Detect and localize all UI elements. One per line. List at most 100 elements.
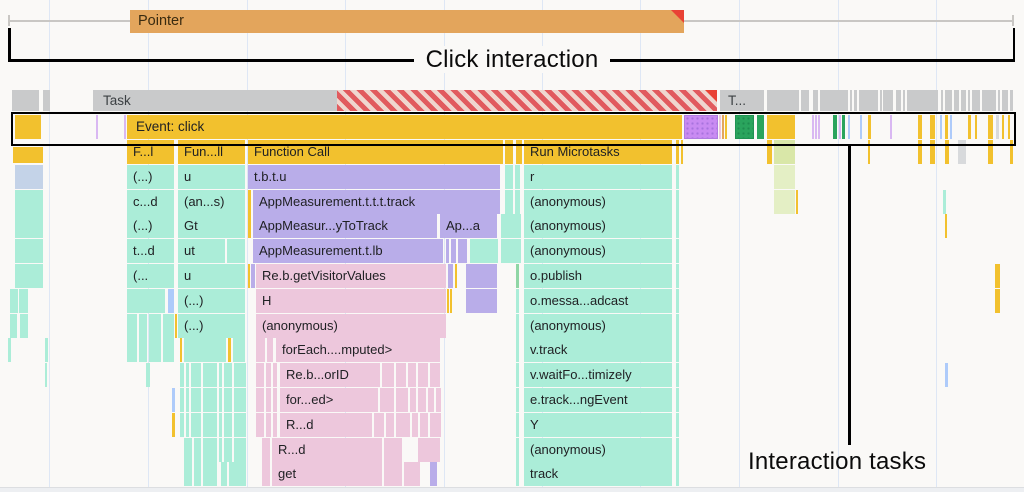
flame-sliver[interactable] bbox=[172, 413, 175, 437]
flame-segment[interactable]: R...d bbox=[272, 438, 382, 462]
flame-sliver[interactable] bbox=[940, 115, 942, 139]
flame-sliver[interactable] bbox=[676, 264, 679, 288]
flame-sliver[interactable] bbox=[180, 363, 184, 387]
flame-sliver[interactable] bbox=[15, 190, 43, 214]
flame-sliver[interactable] bbox=[224, 438, 232, 462]
flame-sliver[interactable] bbox=[466, 264, 497, 288]
flame-sliver[interactable] bbox=[234, 438, 246, 462]
flame-sliver[interactable] bbox=[972, 90, 980, 111]
flame-sliver[interactable] bbox=[516, 438, 519, 462]
flame-segment[interactable]: F...l bbox=[127, 140, 174, 164]
flame-sliver[interactable] bbox=[191, 388, 201, 412]
flame-sliver[interactable] bbox=[384, 438, 402, 462]
task-bar-truncated[interactable]: T... bbox=[720, 90, 764, 111]
flame-sliver[interactable] bbox=[262, 462, 270, 486]
flame-sliver[interactable] bbox=[681, 140, 683, 164]
flame-sliver[interactable] bbox=[945, 363, 948, 387]
flame-sliver[interactable] bbox=[767, 140, 772, 164]
flame-sliver[interactable] bbox=[248, 264, 250, 288]
flame-sliver[interactable] bbox=[184, 438, 192, 462]
flame-sliver[interactable] bbox=[998, 90, 1000, 111]
flame-sliver[interactable] bbox=[233, 338, 245, 362]
flame-sliver[interactable] bbox=[186, 363, 189, 387]
flame-segment[interactable]: (... bbox=[127, 264, 174, 288]
flame-sliver[interactable] bbox=[266, 388, 271, 412]
flame-sliver[interactable] bbox=[850, 90, 852, 111]
flame-sliver[interactable] bbox=[228, 338, 231, 362]
flame-sliver[interactable] bbox=[15, 115, 41, 139]
flame-sliver[interactable] bbox=[139, 314, 147, 338]
flame-sliver[interactable] bbox=[725, 115, 727, 139]
flame-sliver[interactable] bbox=[516, 289, 519, 313]
flame-sliver[interactable] bbox=[833, 115, 837, 139]
flame-sliver[interactable] bbox=[676, 438, 679, 462]
flame-sliver[interactable] bbox=[945, 115, 948, 139]
task-bar[interactable]: Task bbox=[93, 90, 338, 111]
flame-sliver[interactable] bbox=[903, 90, 905, 111]
flame-sliver[interactable] bbox=[180, 388, 184, 412]
flame-sliver[interactable] bbox=[820, 90, 848, 111]
flame-sliver[interactable] bbox=[396, 388, 408, 412]
flame-segment[interactable]: (...) bbox=[127, 165, 174, 189]
flame-sliver[interactable] bbox=[127, 314, 137, 338]
flame-segment[interactable]: AppMeasur...yToTrack bbox=[253, 214, 437, 238]
flame-sliver[interactable] bbox=[227, 239, 245, 263]
flame-sliver[interactable] bbox=[203, 363, 217, 387]
flame-sliver[interactable] bbox=[968, 90, 970, 111]
flame-sliver[interactable] bbox=[1008, 115, 1010, 139]
flame-sliver[interactable] bbox=[430, 462, 437, 486]
flame-sliver[interactable] bbox=[127, 289, 165, 313]
flame-sliver[interactable] bbox=[842, 115, 845, 139]
flame-sliver[interactable] bbox=[180, 338, 182, 362]
flame-sliver[interactable] bbox=[1002, 90, 1008, 111]
flame-sliver[interactable] bbox=[995, 289, 1000, 313]
flame-sliver[interactable] bbox=[470, 239, 498, 263]
flame-sliver[interactable] bbox=[219, 413, 222, 437]
flame-sliver[interactable] bbox=[428, 388, 434, 412]
flame-segment[interactable]: Fun...ll bbox=[178, 140, 245, 164]
flame-segment[interactable]: (...) bbox=[178, 314, 245, 338]
flame-segment[interactable]: u bbox=[178, 264, 245, 288]
flame-sliver[interactable] bbox=[194, 462, 201, 486]
long-task-hatch[interactable] bbox=[337, 90, 717, 111]
flame-sliver[interactable] bbox=[950, 115, 952, 139]
flame-sliver[interactable] bbox=[219, 363, 222, 387]
flame-sliver[interactable] bbox=[186, 388, 189, 412]
flame-sliver[interactable] bbox=[149, 314, 161, 338]
flame-sliver[interactable] bbox=[813, 90, 818, 111]
flame-sliver[interactable] bbox=[10, 289, 18, 313]
flame-segment[interactable]: (anonymous) bbox=[524, 438, 672, 462]
flame-sliver[interactable] bbox=[451, 239, 456, 263]
flame-sliver[interactable] bbox=[234, 363, 246, 387]
flame-sliver[interactable] bbox=[267, 338, 273, 362]
flame-sliver[interactable] bbox=[466, 289, 497, 313]
flame-sliver[interactable] bbox=[448, 264, 453, 288]
flame-sliver[interactable] bbox=[968, 115, 971, 139]
flame-segment[interactable]: e.track...ngEvent bbox=[524, 388, 672, 412]
flame-sliver[interactable] bbox=[859, 90, 878, 111]
flame-sliver[interactable] bbox=[273, 363, 277, 387]
flame-sliver[interactable] bbox=[988, 115, 993, 139]
flame-sliver[interactable] bbox=[20, 314, 28, 338]
flame-sliver[interactable] bbox=[380, 388, 394, 412]
flame-sliver[interactable] bbox=[219, 388, 222, 412]
flame-sliver[interactable] bbox=[1002, 115, 1004, 139]
flame-sliver[interactable] bbox=[757, 115, 764, 139]
flame-sliver[interactable] bbox=[175, 314, 177, 338]
flame-segment[interactable]: forEach....mputed> bbox=[276, 338, 440, 362]
flame-segment[interactable]: H bbox=[256, 289, 446, 313]
flame-sliver[interactable] bbox=[505, 140, 513, 164]
flame-sliver[interactable] bbox=[256, 413, 264, 437]
flame-sliver[interactable] bbox=[941, 90, 943, 111]
flame-segment[interactable]: for...ed> bbox=[280, 388, 378, 412]
flame-sliver[interactable] bbox=[907, 90, 938, 111]
flame-sliver[interactable] bbox=[505, 190, 513, 214]
flame-segment[interactable]: get bbox=[272, 462, 382, 486]
flame-segment[interactable]: o.publish bbox=[524, 264, 672, 288]
flame-sliver[interactable] bbox=[676, 363, 679, 387]
event-click-bar[interactable]: Event: click bbox=[127, 115, 682, 139]
flame-sliver[interactable] bbox=[418, 388, 426, 412]
flame-sliver[interactable] bbox=[412, 413, 418, 437]
flame-sliver[interactable] bbox=[420, 413, 428, 437]
flame-sliver[interactable] bbox=[676, 314, 679, 338]
